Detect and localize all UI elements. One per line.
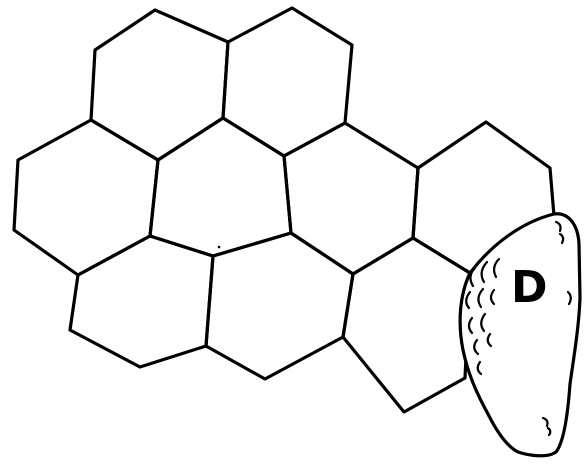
rock-terrain [460,214,580,456]
hex-cell [206,233,353,379]
hex-cell [91,10,228,160]
hex-cell [14,120,158,275]
marker-label: D [511,262,548,313]
hex-cell [223,8,352,156]
center-dot [218,246,221,249]
hex-cell [284,123,418,274]
hex-cell [343,238,470,412]
hex-cell [70,236,213,367]
hex-cell [150,118,291,256]
